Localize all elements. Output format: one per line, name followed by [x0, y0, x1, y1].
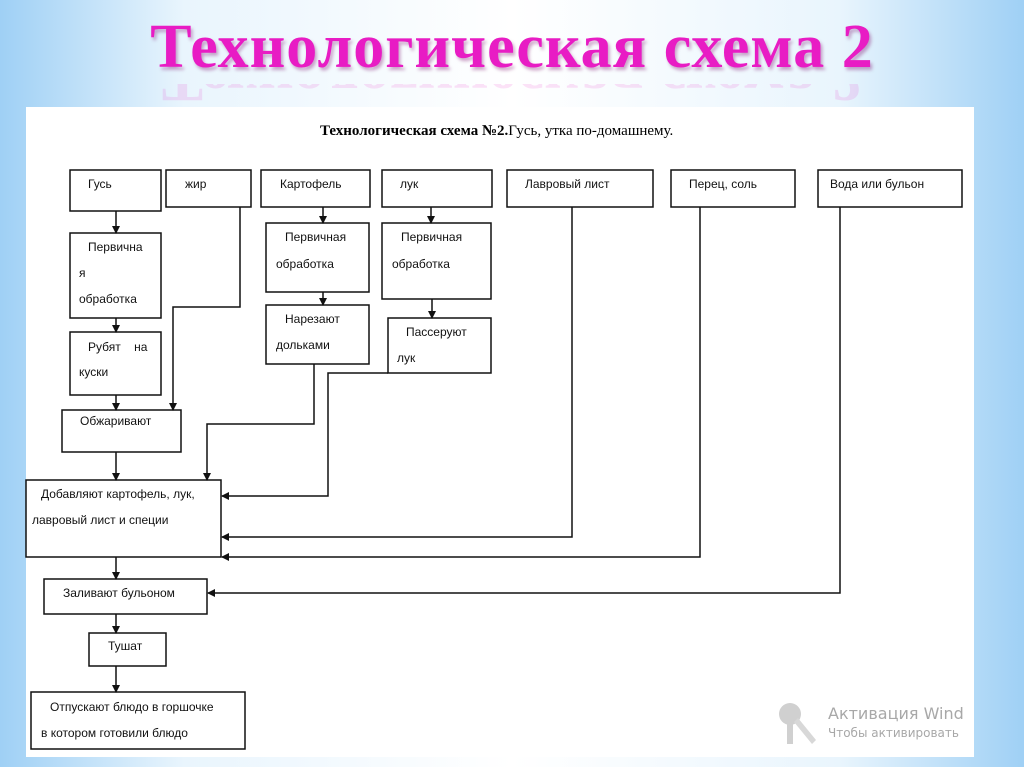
svg-text:обработка: обработка — [79, 292, 137, 306]
svg-text:Перец, соль: Перец, соль — [689, 177, 757, 191]
svg-text:Гусь: Гусь — [88, 177, 112, 191]
svg-text:дольками: дольками — [276, 338, 330, 352]
box-onion-saute: Пассеруют лук — [387, 317, 492, 374]
svg-text:Вода или бульон: Вода или бульон — [830, 177, 924, 191]
svg-text:обработка: обработка — [392, 257, 450, 271]
box-pour-broth: Заливают бульоном — [43, 578, 208, 615]
svg-text:Нарезают: Нарезают — [285, 312, 340, 326]
svg-text:Картофель: Картофель — [280, 177, 342, 191]
diagram-heading: Технологическая схема №2.Гусь, утка по-д… — [320, 123, 673, 139]
key-icon — [779, 703, 816, 744]
svg-text:Тушат: Тушат — [108, 639, 143, 653]
svg-text:Первичная: Первичная — [285, 230, 346, 244]
svg-text:Пассеруют: Пассеруют — [406, 325, 467, 339]
box-goose: Гусь — [69, 169, 162, 212]
svg-text:Обжаривают: Обжаривают — [80, 414, 152, 428]
box-water-broth: Вода или бульон — [817, 169, 963, 208]
box-pepper-salt: Перец, соль — [670, 169, 796, 208]
box-fat: жир — [165, 169, 252, 208]
svg-text:лавровый лист и специи: лавровый лист и специи — [32, 513, 168, 527]
svg-text:Заливают бульоном: Заливают бульоном — [63, 586, 175, 600]
svg-text:Первична: Первична — [88, 240, 143, 254]
svg-text:Отпускают блюдо в горшочке: Отпускают блюдо в горшочке — [50, 700, 214, 714]
windows-activation-watermark: Активация Wind Чтобы активировать — [776, 700, 1016, 750]
svg-text:обработка: обработка — [276, 257, 334, 271]
box-bay-leaf: Лавровый лист — [506, 169, 654, 208]
box-potato: Картофель — [260, 169, 371, 208]
watermark-subtitle: Чтобы активировать — [828, 726, 959, 740]
diagram-card — [26, 107, 974, 757]
svg-text:в котором готовили блюдо: в котором готовили блюдо — [41, 726, 188, 740]
connectors — [112, 207, 841, 693]
box-potato-cut: Нарезают дольками — [265, 304, 370, 365]
box-onion: лук — [381, 169, 493, 208]
box-stew: Тушат — [88, 632, 167, 667]
box-potato-primary: Первичная обработка — [265, 222, 370, 293]
svg-text:Лавровый лист: Лавровый лист — [525, 177, 610, 191]
svg-text:лук: лук — [400, 177, 419, 191]
svg-text:Рубят на: Рубят на — [88, 340, 148, 354]
slide-title: Технологическая схема 2 — [150, 13, 874, 81]
box-fry: Обжаривают — [61, 409, 182, 453]
box-serve: Отпускают блюдо в горшочке в котором гот… — [30, 691, 246, 750]
svg-text:Добавляют картофель, лук,: Добавляют картофель, лук, — [41, 487, 195, 501]
box-add-ingredients: Добавляют картофель, лук, лавровый лист … — [25, 479, 222, 558]
svg-text:я: я — [79, 266, 86, 280]
watermark-title: Активация Wind — [828, 704, 964, 723]
box-onion-primary: Первичная обработка — [381, 222, 492, 300]
svg-text:куски: куски — [79, 365, 108, 379]
svg-text:лук: лук — [397, 351, 416, 365]
svg-text:жир: жир — [185, 177, 207, 191]
svg-text:Первичная: Первичная — [401, 230, 462, 244]
box-chop: Рубят на куски — [69, 331, 162, 396]
box-goose-primary: Первична я обработка — [69, 232, 162, 319]
